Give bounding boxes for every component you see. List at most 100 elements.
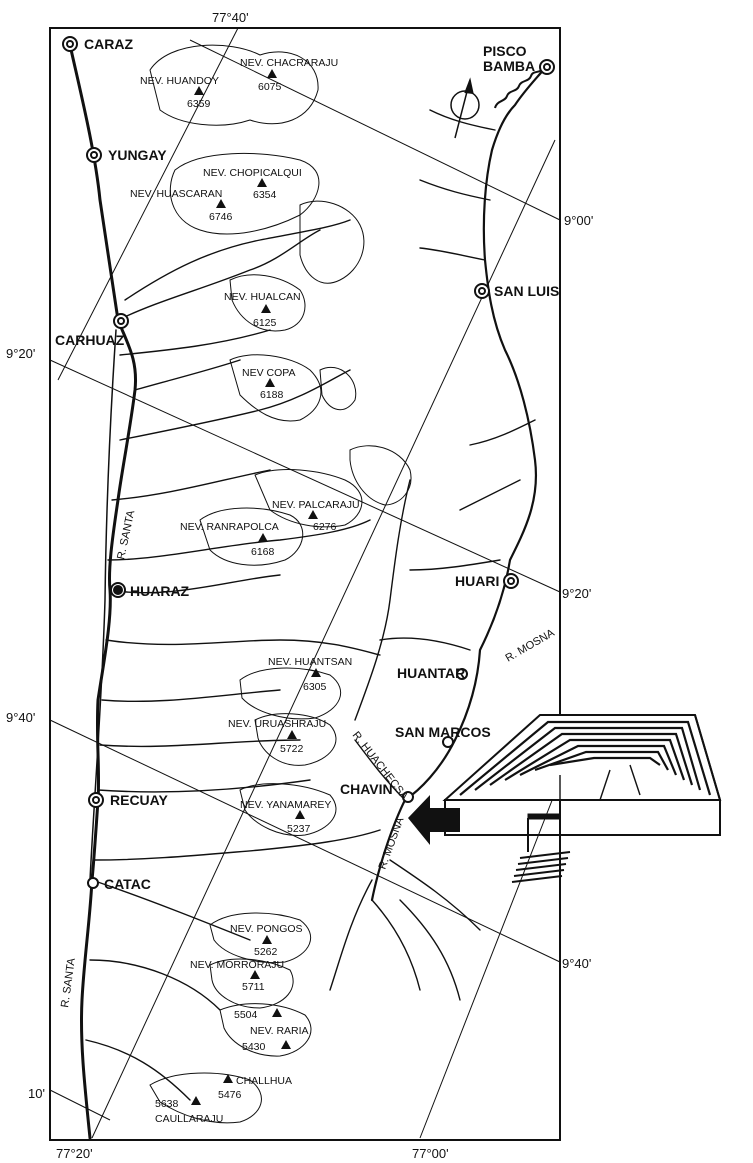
peak-marker-hualcan xyxy=(261,304,271,313)
peak-label-caullaraju-alt: 5638 xyxy=(155,1098,179,1110)
chavin-arrow-icon xyxy=(408,795,460,845)
town-marker-recuay xyxy=(88,792,104,808)
town-marker-catac xyxy=(87,877,99,889)
peak-label-copa: NEV COPA xyxy=(242,367,295,379)
coord-lat-right-2: 9°20' xyxy=(562,586,591,601)
town-label-yungay: YUNGAY xyxy=(108,147,167,163)
coord-lat-left-2: 9°40' xyxy=(6,710,35,725)
peak-marker-raria xyxy=(281,1040,291,1049)
peak-label-raria-alt: 5430 xyxy=(242,1041,266,1053)
peak-label-copa-alt: 6188 xyxy=(260,389,284,401)
peak-marker-caullaraju xyxy=(191,1096,201,1105)
peak-label-uruashraju-alt: 5722 xyxy=(280,743,304,755)
town-marker-san-marcos xyxy=(442,736,454,748)
peak-label-morroraju-alt: 5711 xyxy=(242,981,265,993)
peak-marker-palcaraju xyxy=(308,510,318,519)
town-marker-san-luis xyxy=(474,283,490,299)
town-label-huari: HUARI xyxy=(455,573,499,589)
parallel-9-00 xyxy=(189,39,561,221)
coord-lon-top: 77°40' xyxy=(212,10,249,25)
town-marker-caraz xyxy=(62,36,78,52)
peak-labels: NEV. HUANDOY 6359 NEV. CHACRARAJU 6075 N… xyxy=(130,57,360,1125)
river-label-mosna-1: R. MOSNA xyxy=(504,627,558,665)
peak-marker-huantsan xyxy=(311,668,321,677)
peak-label-ranrapolca-alt: 6168 xyxy=(251,546,275,558)
town-marker-yungay xyxy=(86,147,102,163)
town-labels: CARAZ YUNGAY CARHUAZ HUARAZ RECUAY CATAC… xyxy=(55,36,559,892)
peak-label-huantsan: NEV. HUANTSAN xyxy=(268,656,352,668)
peak-label-huascaran-alt: 6746 xyxy=(209,211,233,223)
peak-label-chacraraju-alt: 6075 xyxy=(258,81,282,93)
peak-label-pongos-alt: 5262 xyxy=(254,946,278,958)
peak-markers xyxy=(191,69,321,1105)
town-label-san-marcos: SAN MARCOS xyxy=(395,724,491,740)
peak-marker-huandoy xyxy=(194,86,204,95)
meridian-77-00 xyxy=(419,779,561,1139)
map-frame xyxy=(49,27,561,1141)
peak-label-palcaraju-alt: 6276 xyxy=(313,521,337,533)
peak-marker-pongos xyxy=(262,935,272,944)
peak-label-pongos: NEV. PONGOS xyxy=(230,923,303,935)
peak-label-yanamarey: NEV. YANAMAREY xyxy=(240,799,331,811)
parallel-9-40 xyxy=(49,719,561,963)
town-marker-chavin xyxy=(402,791,414,803)
peak-label-huandoy: NEV. HUANDOY xyxy=(140,75,219,87)
coord-lat-left-3: 10' xyxy=(28,1086,45,1101)
town-label-san-luis: SAN LUIS xyxy=(494,283,559,299)
river-label-santa-1: R. SANTA xyxy=(115,509,137,561)
peak-marker-uruashraju xyxy=(287,730,297,739)
coordinate-labels: 77°40' 77°20' 77°00' 9°20' 9°40' 10' 9°0… xyxy=(6,10,593,1161)
peak-label-challhua: CHALLHUA xyxy=(236,1075,292,1087)
tributaries xyxy=(85,109,536,1101)
peak-label-uruashraju: NEV. URUASHRAJU xyxy=(228,718,326,730)
peak-marker-huascaran xyxy=(216,199,226,208)
peak-label-unnamed-alt: 5504 xyxy=(234,1009,258,1021)
peak-marker-chacraraju xyxy=(267,69,277,78)
town-label-huaraz: HUARAZ xyxy=(130,583,190,599)
peak-marker-morroraju xyxy=(250,970,260,979)
meridian-77-40 xyxy=(57,27,239,381)
town-label-carhuaz: CARHUAZ xyxy=(55,332,125,348)
peak-label-chopicalqui-alt: 6354 xyxy=(253,189,277,201)
peak-marker-unnamed xyxy=(272,1008,282,1017)
town-label-bamba: BAMBA xyxy=(483,58,535,74)
town-label-huantar: HUANTAR xyxy=(397,665,465,681)
peak-label-challhua-alt: 5476 xyxy=(218,1089,242,1101)
peak-label-huantsan-alt: 6305 xyxy=(303,681,327,693)
town-marker-pisco-bamba xyxy=(539,59,555,75)
town-marker-huari xyxy=(503,573,519,589)
peak-marker-ranrapolca xyxy=(258,533,268,542)
town-marker-carhuaz xyxy=(113,313,129,329)
peak-label-ranrapolca: NEV. RANRAPOLCA xyxy=(180,521,279,533)
peak-label-yanamarey-alt: 5237 xyxy=(287,823,311,835)
peak-label-morroraju: NEV. MORRORAJU xyxy=(190,959,284,971)
town-label-chavin: CHAVIN xyxy=(340,781,393,797)
north-arrow-icon xyxy=(450,77,480,139)
peak-label-huascaran: NEV. HUASCARAN xyxy=(130,188,222,200)
river-label-mosna-2: R. MOSNA xyxy=(377,815,407,871)
town-markers xyxy=(62,36,555,889)
river-label-santa-2: R. SANTA xyxy=(59,957,78,1009)
peak-label-chopicalqui: NEV. CHOPICALQUI xyxy=(203,167,302,179)
parallel-10 xyxy=(49,1089,111,1121)
peak-marker-yanamarey xyxy=(295,810,305,819)
town-label-caraz: CARAZ xyxy=(84,36,133,52)
town-marker-huantar xyxy=(456,668,468,680)
peak-label-hualcan-alt: 6125 xyxy=(253,317,277,329)
glacier-outlines xyxy=(149,44,412,1124)
labyrinth-temple-icon xyxy=(442,714,722,883)
town-label-catac: CATAC xyxy=(104,876,151,892)
meridian-77-20 xyxy=(91,139,556,1139)
coord-lat-right-1: 9°00' xyxy=(564,213,593,228)
town-label-pisco: PISCO xyxy=(483,43,527,59)
peak-label-chacraraju: NEV. CHACRARAJU xyxy=(240,57,338,69)
town-marker-huaraz xyxy=(110,582,126,598)
town-label-recuay: RECUAY xyxy=(110,792,168,808)
river-meander-pisco xyxy=(494,67,546,109)
river-mosna xyxy=(370,66,547,902)
peak-marker-chopicalqui xyxy=(257,178,267,187)
peak-marker-copa xyxy=(265,378,275,387)
coord-lon-bottom-left: 77°20' xyxy=(56,1146,93,1161)
peak-label-caullaraju: CAULLARAJU xyxy=(155,1113,223,1125)
